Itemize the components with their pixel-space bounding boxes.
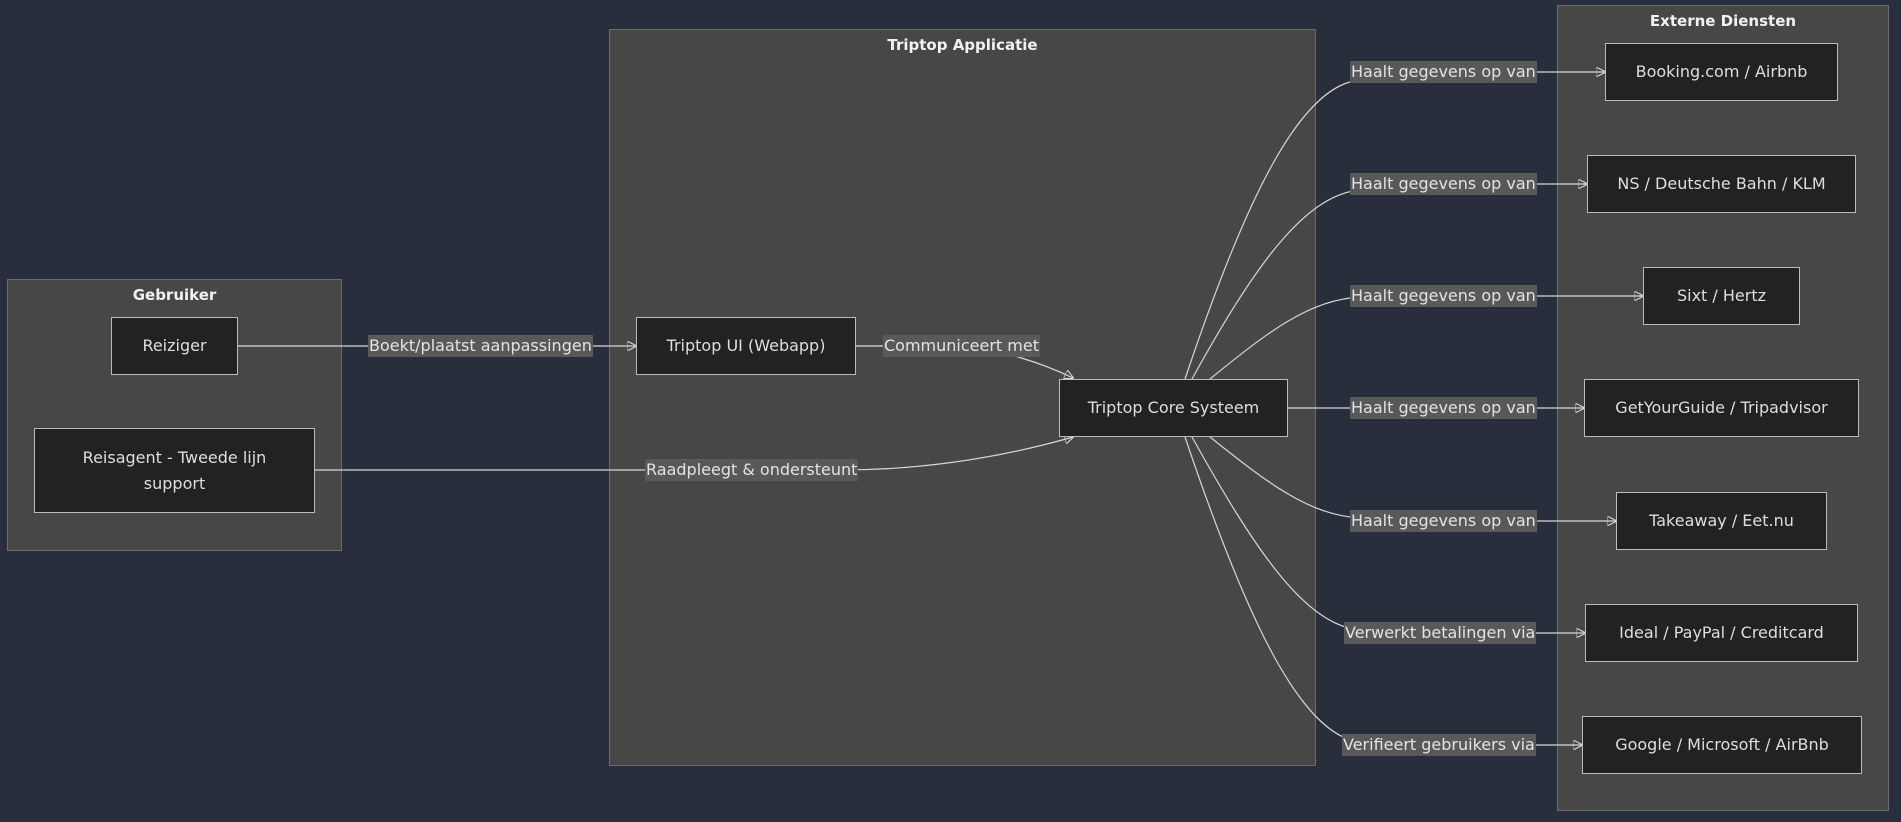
edge-core-booking xyxy=(1184,72,1605,380)
node-reiziger[interactable]: Reiziger xyxy=(111,317,238,375)
edge-label-core-booking: Haalt gegevens op van xyxy=(1350,61,1537,83)
edge-label-core-trains: Haalt gegevens op van xyxy=(1350,173,1537,195)
edge-core-payments xyxy=(1191,436,1585,633)
edge-label-core-food: Haalt gegevens op van xyxy=(1350,510,1537,532)
edge-label-ui-core: Communiceert met xyxy=(883,335,1040,357)
edge-core-cars xyxy=(1209,296,1643,380)
edge-label-core-cars: Haalt gegevens op van xyxy=(1350,285,1537,307)
edge-agent-core xyxy=(315,437,1073,471)
node-sixt-hertz[interactable]: Sixt / Hertz xyxy=(1643,267,1800,325)
node-reisagent[interactable]: Reisagent - Tweede lijn support xyxy=(34,428,315,513)
cluster-title-gebruiker: Gebruiker xyxy=(132,286,217,304)
cluster-title-triptop-applicatie: Triptop Applicatie xyxy=(887,36,1038,54)
edge-label-core-tours: Haalt gegevens op van xyxy=(1350,397,1537,419)
edge-core-food xyxy=(1209,436,1616,521)
edge-label-reiziger-ui: Boekt/plaatst aanpassingen xyxy=(368,335,593,357)
node-ns-db-klm[interactable]: NS / Deutsche Bahn / KLM xyxy=(1587,155,1856,213)
node-payments[interactable]: Ideal / PayPal / Creditcard xyxy=(1585,604,1858,662)
node-triptop-ui[interactable]: Triptop UI (Webapp) xyxy=(636,317,856,375)
edge-label-core-payments: Verwerkt betalingen via xyxy=(1344,622,1537,644)
node-auth-providers[interactable]: Google / Microsoft / AirBnb xyxy=(1582,716,1862,774)
node-triptop-core[interactable]: Triptop Core Systeem xyxy=(1059,379,1288,437)
node-takeaway-eetnu[interactable]: Takeaway / Eet.nu xyxy=(1616,492,1827,550)
edge-core-auth xyxy=(1184,436,1582,745)
node-getyourguide-tripadvisor[interactable]: GetYourGuide / Tripadvisor xyxy=(1584,379,1859,437)
edge-label-agent-core: Raadpleegt & ondersteunt xyxy=(645,459,859,481)
node-booking-airbnb[interactable]: Booking.com / Airbnb xyxy=(1605,43,1838,101)
cluster-title-externe-diensten: Externe Diensten xyxy=(1649,12,1797,30)
edge-core-trains xyxy=(1191,184,1587,380)
edge-label-core-auth: Verifieert gebruikers via xyxy=(1342,734,1536,756)
